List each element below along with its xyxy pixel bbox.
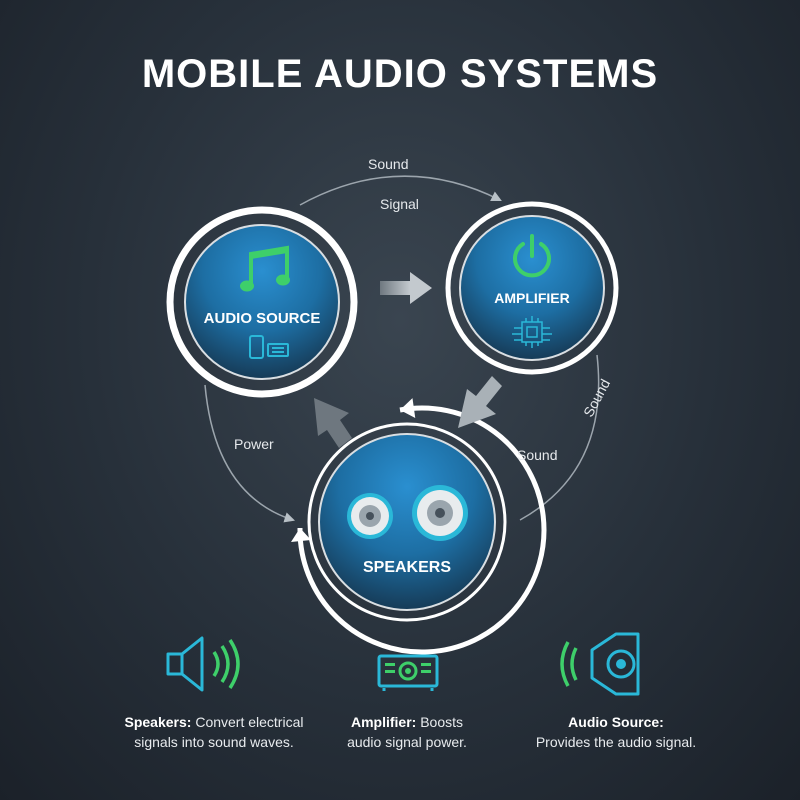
legend-speakers-desc-2: signals into sound waves. <box>134 734 294 750</box>
flow-label-signal: Signal <box>380 196 419 212</box>
speaker-cone-icon <box>347 493 393 539</box>
sound-arc-top <box>299 175 502 206</box>
legend-audio-source-desc-2: Provides the audio signal. <box>535 734 697 750</box>
amplifier-node <box>445 201 619 375</box>
music-note-icon <box>240 245 290 292</box>
legend-audio-source-name: Audio Source: <box>568 714 664 730</box>
legend-amplifier-desc-2: audio signal power. <box>347 734 467 750</box>
speakers-label: SPEAKERS <box>362 559 452 576</box>
legend-speakers: Speakers: Convert electrical signals int… <box>94 712 334 752</box>
speaker-outline-icon <box>166 636 240 692</box>
circuit-chip-icon <box>512 316 552 348</box>
phone-and-keyboard-icon <box>249 335 289 359</box>
page-title: MOBILE AUDIO SYSTEMS <box>141 52 659 96</box>
speaker-cone-icon <box>412 485 468 541</box>
flow-label-sound-inner: Sound <box>517 447 558 463</box>
speaker-with-waves-icon <box>560 632 640 696</box>
flow-label-power: Power <box>234 436 274 452</box>
amplifier-box-icon <box>377 654 439 691</box>
power-arc-left <box>204 384 295 523</box>
flow-label-sound-top: Sound <box>368 156 409 172</box>
arrow-speakers-to-source <box>314 398 352 448</box>
legend-speakers-name: Speakers: <box>124 714 192 730</box>
arrow-amplifier-to-speakers <box>458 376 502 428</box>
arrow-source-to-amplifier <box>380 272 432 304</box>
legend-amplifier-name: Amplifier: <box>350 714 417 730</box>
amplifier-label: AMPLIFIER <box>494 290 570 306</box>
audio-source-label: AUDIO SOURCE <box>203 310 321 327</box>
legend-amplifier: Amplifier: Boosts audio signal power. <box>322 712 492 752</box>
sound-arc-right <box>519 354 600 521</box>
legend-speakers-desc-1: Convert electrical <box>195 714 304 730</box>
legend-audio-source: Audio Source: Provides the audio signal. <box>516 712 716 752</box>
speakers-node <box>291 398 547 655</box>
audio-source-node <box>166 206 358 398</box>
power-icon <box>513 234 551 278</box>
legend-amplifier-desc-1: Boosts <box>420 714 464 730</box>
